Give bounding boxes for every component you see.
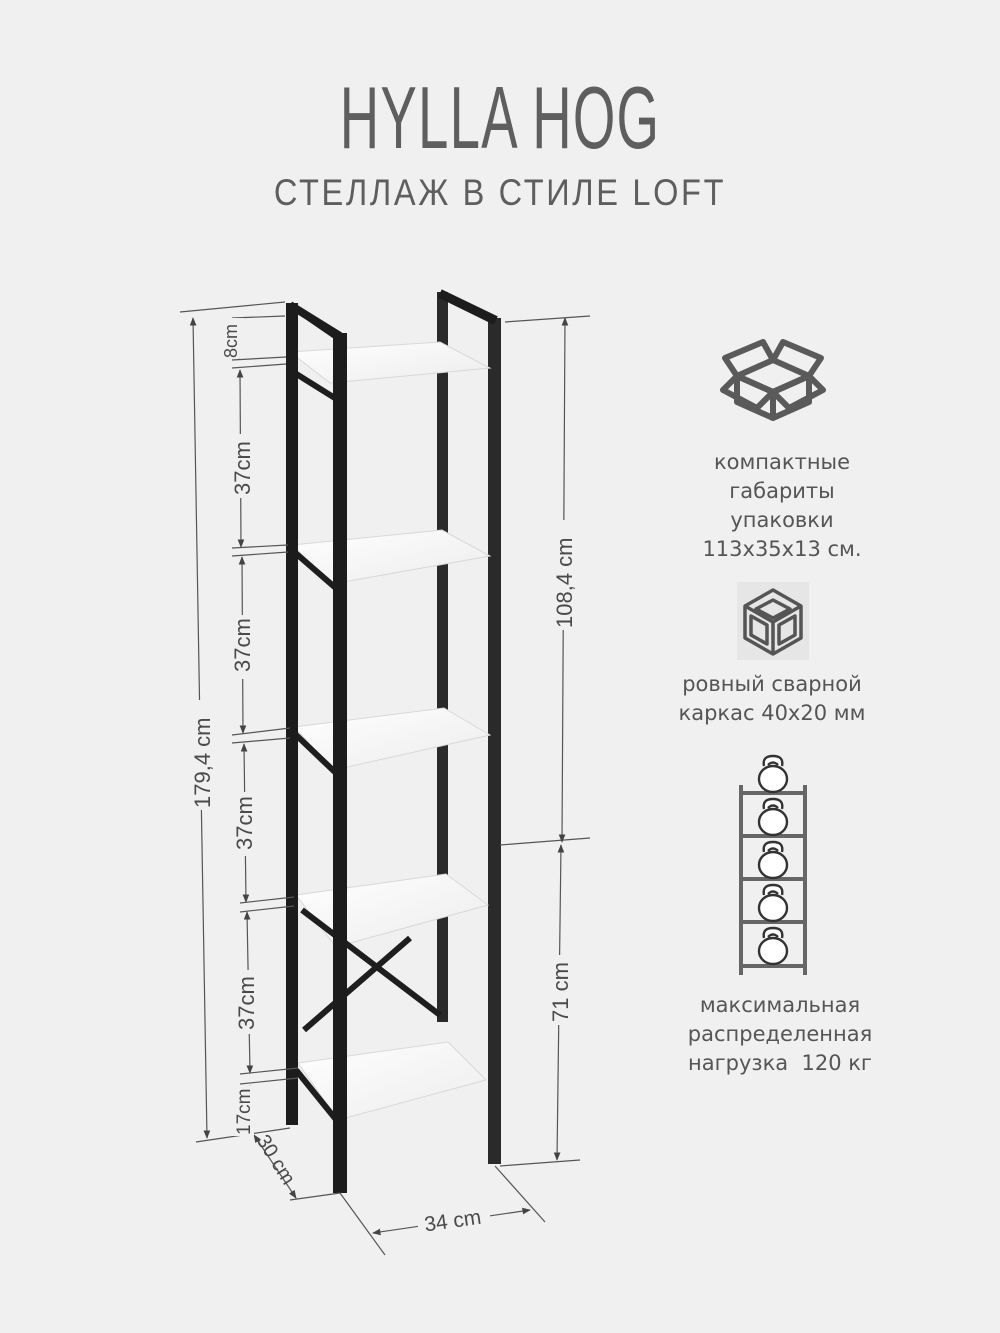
product-title: HYLLA HOG	[339, 68, 661, 167]
feature-packaging-text: компактные габариты упаковки 113х35х13 с…	[702, 450, 862, 561]
dim-upper-height: 108,4 cm	[552, 538, 577, 629]
dim-shelf-gap-4: 37cm	[234, 976, 259, 1030]
dim-lower-height: 71 cm	[548, 962, 573, 1022]
product-subtitle: СТЕЛЛАЖ В СТИЛЕ LOFT	[273, 172, 727, 213]
shelves	[288, 341, 492, 1121]
dim-depth: 30 cm	[252, 1131, 300, 1189]
dim-total-height: 179,4 cm	[190, 718, 215, 809]
back-posts	[437, 292, 501, 1164]
open-box-icon	[720, 339, 826, 421]
dim-shelf-gap-2: 37cm	[230, 618, 255, 672]
side-rungs	[288, 292, 497, 1124]
welded-frame-cube-icon	[737, 582, 809, 660]
front-posts	[286, 303, 347, 1193]
feature-load-text: максимальная распределенная нагрузка 120…	[687, 993, 873, 1075]
dim-shelf-gap-3: 37cm	[232, 796, 257, 850]
dim-top-gap: 8cm	[221, 324, 241, 358]
feature-frame-text: ровный сварной каркас 40х20 мм	[678, 672, 866, 725]
x-brace	[300, 907, 442, 1033]
dim-bottom-gap: 17cm	[234, 1089, 255, 1135]
kettlebells	[757, 754, 789, 966]
dim-shelf-gap-1: 37cm	[230, 441, 255, 495]
